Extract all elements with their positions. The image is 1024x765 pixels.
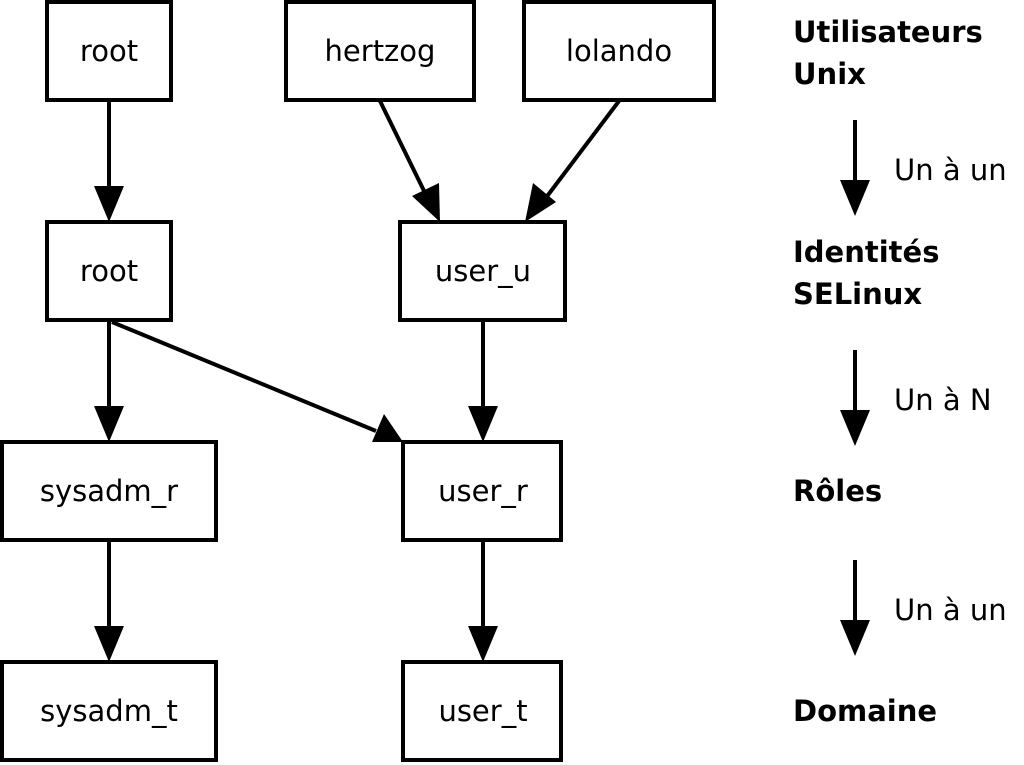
node-role-user-r: user_r	[401, 440, 563, 542]
level-label-selinux-identities-line2: SELinux	[793, 277, 922, 311]
relation-arrow-users-to-identities	[840, 120, 870, 216]
edges	[94, 99, 621, 662]
edge-selinux-root-to-sysadm-r	[94, 321, 124, 442]
node-label: root	[80, 34, 138, 68]
edge-user-r-to-user-t	[468, 541, 498, 662]
node-domain-user-t: user_t	[401, 660, 563, 762]
node-label: user_u	[435, 254, 531, 288]
edge-selinux-root-to-user-r	[111, 320, 403, 442]
node-label: root	[80, 254, 138, 288]
legend-relations: Un à un Un à N Un à un	[840, 120, 1007, 656]
node-role-sysadm-r: sysadm_r	[0, 440, 218, 542]
relation-label-users-to-identities: Un à un	[894, 153, 1007, 187]
node-label: user_r	[438, 474, 528, 508]
edge-unix-root-to-selinux-root	[94, 101, 124, 222]
node-label: lolando	[566, 34, 672, 68]
relation-label-roles-to-domain: Un à un	[894, 593, 1007, 627]
level-label-selinux-identities-line1: Identités	[793, 235, 939, 269]
level-label-unix-users-line2: Unix	[793, 57, 866, 91]
node-domain-sysadm-t: sysadm_t	[0, 660, 218, 762]
node-selinux-identity-user-u: user_u	[398, 220, 567, 322]
node-unix-user-lolando: lolando	[522, 0, 716, 102]
edge-hertzog-to-user-u	[378, 100, 440, 222]
node-selinux-identity-root: root	[45, 220, 173, 322]
node-label: sysadm_t	[40, 694, 178, 728]
edge-user-u-to-user-r	[468, 321, 498, 442]
level-label-unix-users-line1: Utilisateurs	[793, 15, 983, 49]
nodes: root hertzog lolando root user_u sysadm_…	[0, 0, 716, 762]
edge-lolando-to-user-u	[525, 99, 621, 222]
node-unix-user-root: root	[45, 0, 173, 102]
node-label: sysadm_r	[40, 474, 178, 508]
relation-arrow-identities-to-roles	[840, 350, 870, 446]
relation-arrow-roles-to-domain	[840, 560, 870, 656]
level-label-domain: Domaine	[793, 694, 937, 728]
edge-sysadm-r-to-sysadm-t	[94, 541, 124, 662]
node-label: hertzog	[325, 34, 436, 68]
level-label-roles: Rôles	[793, 474, 882, 508]
relation-label-identities-to-roles: Un à N	[894, 383, 992, 417]
legend-levels: Utilisateurs Unix Identités SELinux Rôle…	[793, 15, 983, 728]
node-label: user_t	[438, 694, 527, 728]
node-unix-user-hertzog: hertzog	[284, 0, 476, 102]
